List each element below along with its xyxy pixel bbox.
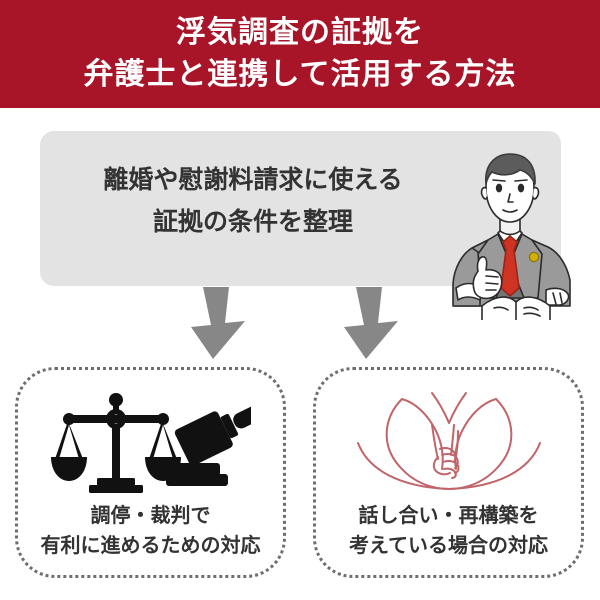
clasped-hands-heart-icon	[316, 386, 581, 496]
card-reconciliation-caption-line-1: 話し合い・再構築を	[358, 505, 539, 527]
banner-title-line-1: 浮気調査の証拠を	[176, 16, 424, 49]
summary-line-1: 離婚や慰謝料請求に使える	[103, 166, 403, 194]
arrow-down-left	[185, 287, 251, 359]
card-reconciliation-caption: 話し合い・再構築を 考えている場合の対応	[316, 501, 581, 561]
card-litigation-caption: 調停・裁判で 有利に進めるための対応	[18, 501, 283, 561]
summary-panel-text: 離婚や慰謝料請求に使える 証拠の条件を整理	[58, 159, 448, 243]
card-reconciliation-caption-line-2: 考えている場合の対応	[349, 535, 548, 557]
banner-title-line-2: 弁護士と連携して活用する方法	[83, 58, 517, 91]
card-reconciliation[interactable]: 話し合い・再構築を 考えている場合の対応	[313, 367, 584, 578]
card-litigation[interactable]: 調停・裁判で 有利に進めるための対応	[15, 367, 286, 578]
lawyer-illustration	[420, 130, 600, 320]
arrow-down-right	[338, 287, 404, 359]
scales-gavel-icon	[18, 386, 283, 496]
header-banner: 浮気調査の証拠を 弁護士と連携して活用する方法	[0, 0, 600, 108]
summary-line-2: 証拠の条件を整理	[152, 208, 353, 236]
card-litigation-caption-line-1: 調停・裁判で	[90, 505, 211, 527]
card-litigation-caption-line-2: 有利に進めるための対応	[40, 535, 261, 557]
